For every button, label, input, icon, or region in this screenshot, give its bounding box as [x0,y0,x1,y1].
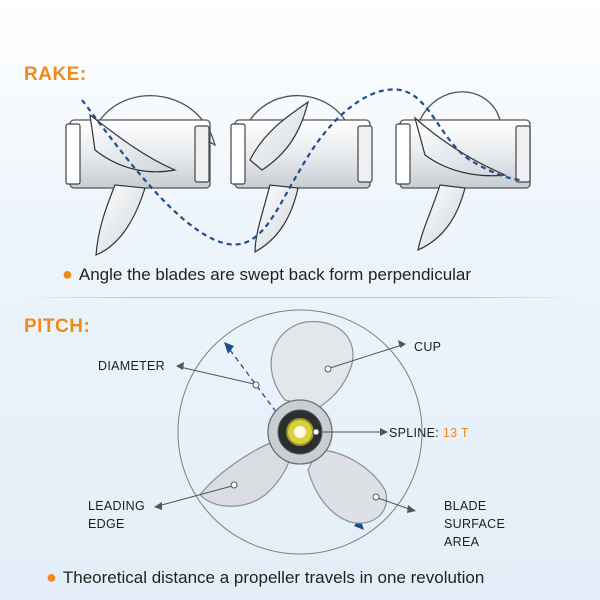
pitch-bullet: ● [46,567,57,587]
blade-left [199,439,293,507]
rake-propeller-1 [65,95,217,256]
pitch-caption: ● Theoretical distance a propeller travel… [46,567,484,588]
cup-label: CUP [414,340,442,354]
leading-edge-line2: EDGE [88,517,125,531]
section-divider [20,297,580,298]
rake-helix-curve [81,88,521,246]
leading-edge-line1: LEADING [88,499,145,513]
diameter-label: DIAMETER [98,359,165,373]
rake-illustration [65,88,531,256]
rake-bullet: ● [62,264,73,284]
blade-surface-line3: AREA [444,535,480,549]
spline-label: SPLINE: 13 T [389,424,469,442]
blade-right [307,449,388,524]
rake-propeller-3 [395,91,531,252]
rake-propeller-2 [230,94,373,254]
rake-heading: RAKE: [24,64,87,85]
pitch-caption-text: Theoretical distance a propeller travels… [62,568,485,587]
diameter-circle [177,309,423,555]
rake-caption-text: Angle the blades are swept back form per… [78,265,472,284]
propeller-front-view [199,321,388,524]
blade-top [270,321,354,409]
rake-caption: ● Angle the blades are swept back form pe… [62,264,471,285]
blade-surface-area-label: BLADE SURFACE AREA [444,497,505,551]
pitch-heading: PITCH: [24,316,91,337]
pitch-illustration [154,309,423,555]
blade-surface-line1: BLADE [444,499,487,513]
leader-lines [157,344,413,511]
spline-label-prefix: SPLINE: [389,426,443,440]
blade-surface-line2: SURFACE [444,517,506,531]
spline-label-value: 13 T [442,426,469,440]
leader-arrowheads [154,340,416,513]
leading-edge-label: LEADING EDGE [88,497,145,533]
